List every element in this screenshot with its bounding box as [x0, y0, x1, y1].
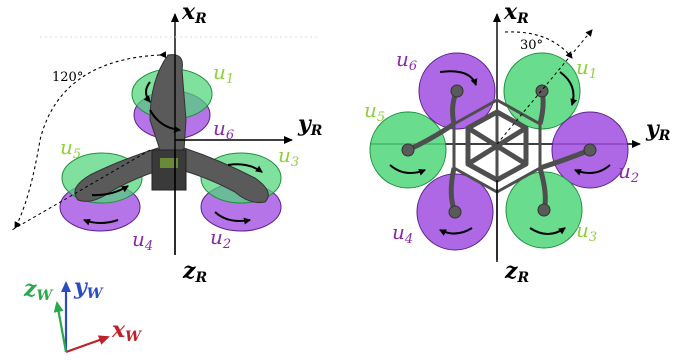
world-axis-x-label: xW — [111, 317, 142, 345]
left-frame-body — [151, 149, 187, 191]
right-angle-ray — [496, 29, 593, 145]
right-rotor-3-spin-arrow — [529, 227, 566, 235]
world-axis-z-line — [53, 301, 68, 353]
left-axis-x-label: xR — [181, 0, 207, 27]
right-axis-x-label: xR — [503, 0, 529, 27]
world-axis-x-line — [65, 335, 110, 354]
left-rotor-3-spin-arrow — [227, 163, 263, 173]
right-motor-hubs — [401, 84, 597, 219]
right-rotor-1-label: u1 — [576, 55, 597, 82]
left-frame-board — [160, 158, 178, 168]
right-rotor-5-label: u5 — [364, 98, 385, 125]
left-drone — [11, 13, 318, 255]
left-rotor-2-spin-arrow — [214, 211, 251, 225]
right-drone — [369, 13, 641, 262]
left-frame-arm-right — [173, 147, 269, 203]
left-angle-ray — [11, 149, 151, 231]
right-angle-arc — [504, 31, 573, 59]
left-angle-label: 120° — [52, 70, 83, 85]
left-rotor-3-label: u3 — [278, 143, 299, 170]
right-rotor-6-label: u6 — [396, 47, 417, 74]
left-rotor-1-label: u1 — [213, 60, 234, 87]
right-axis-z-label: zR — [504, 258, 529, 286]
left-rotor-6-label: u6 — [213, 116, 234, 143]
left-rotor-4-label: u4 — [132, 227, 153, 254]
left-frame-arm-front — [149, 54, 187, 151]
right-rotor-6-spin-arrow — [439, 70, 478, 86]
right-rotor-2-label: u2 — [618, 159, 639, 186]
world-axis-y-label: yW — [73, 274, 104, 302]
right-rotor-4-spin-arrow — [439, 227, 473, 236]
right-angle-label: 30° — [520, 38, 543, 53]
right-rotor-3-label: u3 — [576, 218, 597, 245]
left-axis-z-label: zR — [182, 258, 207, 286]
left-rotor-5-label: u5 — [60, 135, 81, 162]
right-rotor-2-spin-arrow — [574, 164, 611, 176]
left-angle-arc — [14, 51, 167, 229]
left-axis-y-label: yR — [297, 111, 322, 139]
right-rotor-5-spin-arrow — [389, 164, 426, 176]
right-rotor-1-spin-arrow — [559, 71, 578, 106]
world-frame — [53, 281, 110, 354]
left-rotor-2-label: u2 — [210, 225, 231, 252]
right-axis-y-label: yR — [645, 116, 670, 144]
right-rotor-4-label: u4 — [392, 220, 413, 247]
world-axis-z-label: zW — [23, 276, 54, 304]
